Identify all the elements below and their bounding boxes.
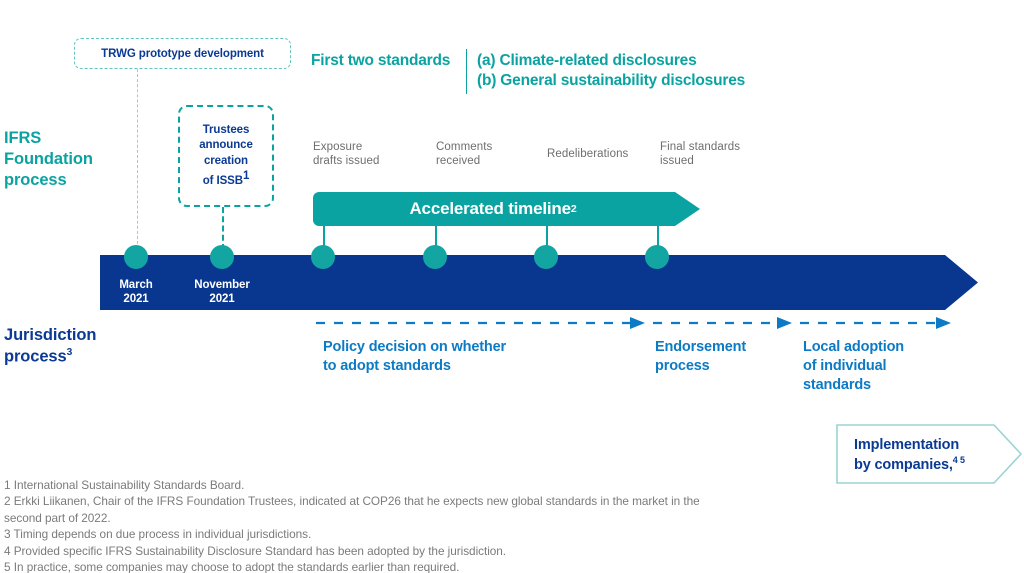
jurisdiction-caption-policy-decision: Policy decision on whether to adopt stan…: [323, 338, 543, 376]
standards-list: (a) Climate-related disclosures (b) Gene…: [477, 51, 745, 91]
milestone-caption-final-standards: Final standards issued: [660, 140, 770, 169]
standards-item-a: (a) Climate-related disclosures: [477, 52, 697, 69]
milestone-caption-exposure-drafts: Exposure drafts issued: [313, 140, 425, 169]
jurisdiction-arrow-3: [800, 316, 952, 330]
date-1-line-2: 2021: [123, 292, 149, 305]
timeline-dot-final-standards: [645, 245, 669, 269]
jur-3-line-3: standards: [803, 377, 871, 394]
jurisdiction-caption-endorsement: Endorsement process: [655, 338, 785, 376]
jurisdiction-label-line-2-text: process: [4, 347, 67, 366]
jur-2-line-1: Endorsement: [655, 339, 747, 355]
milestone-4-line-2: issued: [660, 155, 694, 168]
row-label-jurisdiction-process: Jurisdiction process3: [4, 325, 154, 368]
milestone-1-line-2: drafts issued: [313, 155, 380, 168]
trustees-line-1: Trustees: [202, 124, 250, 137]
main-timeline-bar: [100, 255, 978, 310]
milestone-caption-redeliberations: Redeliberations: [547, 147, 657, 161]
dashed-arrow-icon: [653, 317, 792, 329]
implementation-callout-shape: [836, 424, 1022, 484]
trustees-connector-line: [222, 207, 224, 250]
drop-stem-3: [546, 226, 548, 254]
standards-divider: [466, 49, 467, 94]
trustees-line-2: announce: [199, 139, 253, 152]
trwg-prototype-box: TRWG prototype development: [74, 38, 291, 69]
accelerated-timeline-shape: [313, 192, 700, 226]
date-label-november-2021: November 2021: [178, 279, 266, 307]
ifrs-label-line-3: process: [4, 171, 67, 190]
footnote-5: 5 In practice, some companies may choose…: [4, 559, 460, 573]
jurisdiction-label-line-1: Jurisdiction: [4, 326, 97, 344]
drop-stem-2: [435, 226, 437, 254]
drop-stem-1: [323, 226, 325, 254]
first-two-standards-heading: First two standards: [311, 52, 451, 69]
date-2-line-2: 2021: [209, 292, 235, 305]
date-2-line-1: November: [194, 279, 250, 291]
jurisdiction-caption-local-adoption: Local adoption of individual standards: [803, 338, 943, 395]
timeline-dot-exposure-drafts: [311, 245, 335, 269]
timeline-dot-march-2021: [124, 245, 148, 269]
timeline-dot-comments-received: [423, 245, 447, 269]
timeline-dot-november-2021: [210, 245, 234, 269]
footnote-2: 2 Erkki Liikanen, Chair of the IFRS Foun…: [4, 494, 703, 525]
implementation-callout: Implementation by companies,4 5: [836, 424, 1022, 484]
footnote-3: 3 Timing depends on due process in indiv…: [4, 527, 312, 542]
milestone-caption-comments-received: Comments received: [436, 140, 541, 169]
milestone-3-line-1: Redeliberations: [547, 148, 629, 160]
implementation-callout-text: Implementation by companies,4 5: [854, 436, 965, 475]
trustees-label: Trustees announce creation of ISSB1: [199, 123, 253, 189]
footnotes-block: 1 International Sustainability Standards…: [4, 477, 734, 573]
implementation-line-2: by companies,4 5: [854, 455, 965, 475]
trustees-line-3: creation: [204, 154, 248, 167]
implementation-line-2-text: by companies,: [854, 456, 953, 473]
trwg-label: TRWG prototype development: [101, 47, 264, 60]
dashed-arrow-icon: [316, 317, 645, 329]
dashed-arrow-icon: [800, 317, 951, 329]
footnote-1: 1 International Sustainability Standards…: [4, 478, 245, 492]
jur-2-line-2: process: [655, 358, 710, 375]
timeline-bar-shape: [100, 255, 978, 310]
row-label-ifrs-foundation-process: IFRS Foundation process: [4, 128, 144, 191]
milestone-4-line-1: Final standards: [660, 141, 741, 153]
footnote-4: 4 Provided specific IFRS Sustainability …: [4, 543, 507, 558]
jur-3-line-1: Local adoption: [803, 339, 905, 355]
trwg-connector-line: [137, 69, 138, 249]
jur-3-line-2: of individual: [803, 358, 887, 375]
jur-1-line-2: to adopt standards: [323, 358, 451, 375]
jurisdiction-label-line-2: process3: [4, 346, 154, 368]
standards-item-b: (b) General sustainability disclosures: [477, 71, 746, 89]
jurisdiction-footnote-ref: 3: [66, 347, 73, 359]
implementation-footnote-ref: 4 5: [952, 454, 965, 465]
trustees-line-4: of ISSB: [202, 174, 243, 187]
milestone-2-line-1: Comments: [436, 141, 493, 153]
jurisdiction-arrow-1: [316, 316, 646, 330]
milestone-2-line-2: received: [436, 155, 481, 168]
date-label-march-2021: March 2021: [96, 279, 176, 307]
ifrs-label-line-1: IFRS: [4, 129, 42, 147]
jur-1-line-1: Policy decision on whether: [323, 339, 507, 355]
ifrs-label-line-2: Foundation: [4, 150, 93, 169]
drop-stem-4: [657, 226, 659, 254]
trustees-footnote-ref: 1: [242, 169, 250, 182]
timeline-dot-redeliberations: [534, 245, 558, 269]
jurisdiction-arrow-2: [653, 316, 793, 330]
implementation-line-1: Implementation: [854, 437, 960, 453]
milestone-1-line-1: Exposure: [313, 141, 363, 153]
date-1-line-1: March: [119, 279, 153, 291]
trustees-announce-issb-box: Trustees announce creation of ISSB1: [178, 105, 274, 207]
